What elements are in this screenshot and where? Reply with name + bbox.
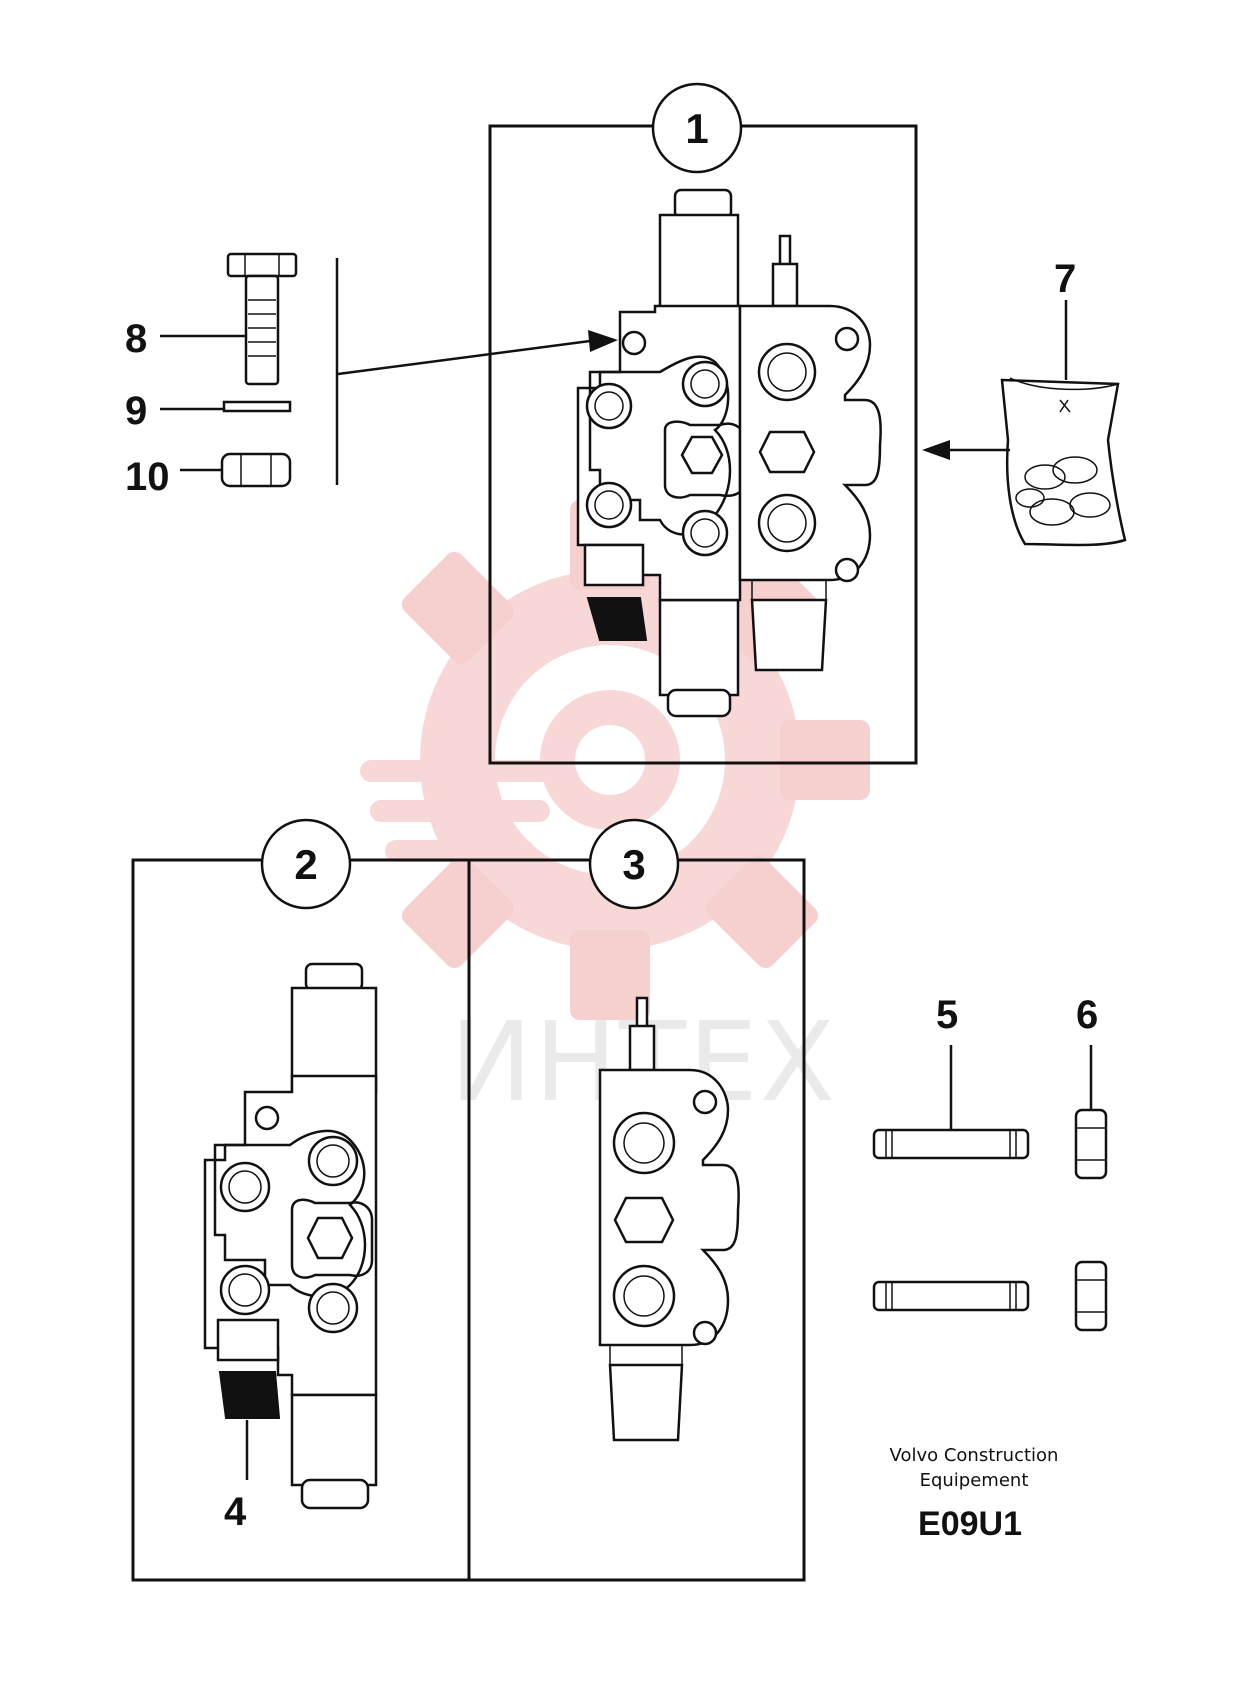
callout-label-2: 2: [294, 841, 317, 888]
callout-label-5: 5: [936, 993, 958, 1037]
callout-circle-2: [260, 818, 352, 910]
callout-label-1: 1: [685, 105, 708, 152]
tie-rod-icon: [872, 1128, 1030, 1312]
seal-kit-arrow-head: [922, 440, 950, 460]
callout-label-6: 6: [1076, 993, 1098, 1037]
hex-nut-icon: [220, 452, 292, 488]
seal-kit-bag-icon: [1000, 377, 1127, 547]
diagram-code: E09U1: [918, 1505, 1022, 1543]
control-valve-assembly-icon: [576, 188, 882, 718]
manufacturer-line-2: Equipement: [920, 1470, 1029, 1491]
callout-circle-3: [588, 818, 680, 910]
manufacturer-line-1: Volvo Construction: [890, 1445, 1059, 1466]
cap-icon: [1074, 1108, 1108, 1332]
valve-section-icon: [203, 962, 378, 1510]
callout-label-3: 3: [622, 841, 645, 888]
callout-label-9: 9: [125, 389, 147, 433]
bolt-icon: [226, 252, 298, 386]
callout-label-7: 7: [1054, 257, 1076, 301]
watermark-logo: ИНТЕХ: [360, 500, 870, 1126]
end-cover-icon: [598, 996, 740, 1442]
bolt-arrow-head: [588, 330, 618, 352]
callout-label-4: 4: [224, 1490, 247, 1534]
callout-label-10: 10: [125, 455, 170, 499]
callout-label-8: 8: [125, 317, 147, 361]
callout-circle-1: [651, 82, 743, 174]
bolt-arrow: [337, 339, 591, 376]
washer-icon: [222, 400, 292, 413]
